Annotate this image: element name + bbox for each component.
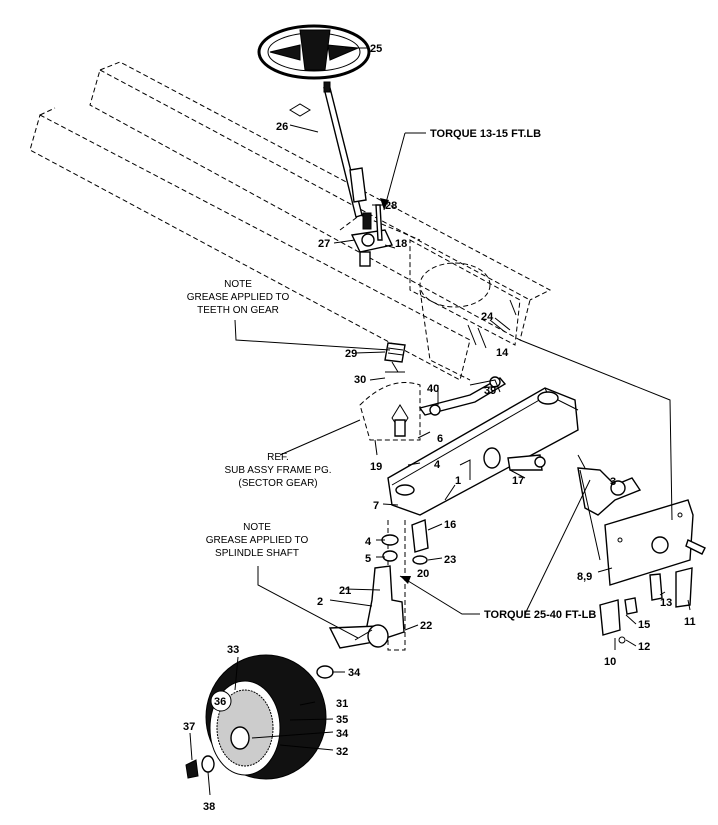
grease-gear-note-1: NOTE bbox=[224, 279, 252, 290]
part-39: 39 bbox=[484, 385, 496, 397]
part-32: 32 bbox=[336, 746, 348, 758]
part-6: 6 bbox=[437, 433, 443, 445]
part-26: 26 bbox=[276, 121, 288, 133]
grease-gear-note-3: TEETH ON GEAR bbox=[197, 305, 279, 316]
part-37: 37 bbox=[183, 721, 195, 733]
torque-top-note: TORQUE 13-15 FT.LB bbox=[430, 128, 541, 140]
part-numbers: 25 26 28 27 18 29 30 40 39 24 14 6 19 4 … bbox=[183, 43, 696, 813]
grease-spindle-note-3: SPLINDLE SHAFT bbox=[215, 548, 299, 559]
part-22: 22 bbox=[420, 620, 432, 632]
pinion-gear bbox=[384, 342, 406, 373]
front-axle bbox=[387, 387, 579, 516]
ref-frame-note-2: SUB ASSY FRAME PG. bbox=[224, 465, 331, 476]
part-16: 16 bbox=[444, 519, 456, 531]
part-34-lower: 34 bbox=[336, 728, 349, 740]
wheel-hardware bbox=[185, 755, 215, 779]
part-30: 30 bbox=[354, 374, 366, 386]
part-4-upper: 4 bbox=[434, 459, 441, 471]
part-2: 2 bbox=[317, 596, 323, 608]
part-40: 40 bbox=[427, 383, 439, 395]
part-20: 20 bbox=[417, 568, 429, 580]
part-33: 33 bbox=[227, 644, 239, 656]
part-29: 29 bbox=[345, 348, 357, 360]
part-15: 15 bbox=[638, 619, 650, 631]
front-bracket-plate bbox=[604, 499, 706, 586]
part-19: 19 bbox=[370, 461, 382, 473]
part-1: 1 bbox=[455, 475, 461, 487]
part-36: 36 bbox=[214, 696, 226, 708]
grease-spindle-note-2: GREASE APPLIED TO bbox=[206, 535, 309, 546]
part-7: 7 bbox=[373, 500, 379, 512]
torque-arrows bbox=[380, 198, 411, 584]
part-10: 10 bbox=[604, 656, 616, 668]
part-17: 17 bbox=[512, 475, 524, 487]
part-27: 27 bbox=[318, 238, 330, 250]
part-18: 18 bbox=[395, 238, 407, 250]
drag-link bbox=[418, 376, 507, 416]
part-38: 38 bbox=[203, 801, 215, 813]
sector-gear bbox=[359, 382, 421, 441]
steering-shaft bbox=[289, 81, 367, 218]
axle-pivot-bushing bbox=[387, 519, 429, 651]
part-8-9: 8,9 bbox=[577, 571, 592, 583]
tie-rod bbox=[507, 454, 546, 471]
front-wheel bbox=[205, 654, 334, 780]
leader-lines bbox=[189, 47, 691, 796]
part-31: 31 bbox=[336, 698, 348, 710]
part-25: 25 bbox=[370, 43, 382, 55]
steering-wheel bbox=[257, 24, 371, 80]
part-23: 23 bbox=[444, 554, 456, 566]
part-14: 14 bbox=[496, 347, 509, 359]
ref-frame-note-1: REF. bbox=[267, 452, 289, 463]
shaft-bracket bbox=[350, 204, 394, 267]
part-4-lower: 4 bbox=[365, 536, 372, 548]
grease-spindle-note-1: NOTE bbox=[243, 522, 271, 533]
ref-frame-note-3: (SECTOR GEAR) bbox=[238, 478, 317, 489]
bracket-clips bbox=[599, 567, 693, 644]
left-spindle bbox=[328, 534, 405, 649]
part-24: 24 bbox=[481, 311, 494, 323]
part-13: 13 bbox=[660, 597, 672, 609]
right-spindle bbox=[577, 454, 642, 516]
torque-bottom-note: TORQUE 25-40 FT-LB bbox=[484, 609, 596, 621]
part-34-upper: 34 bbox=[348, 667, 361, 679]
part-21: 21 bbox=[339, 585, 351, 597]
frame-bolts bbox=[467, 299, 517, 349]
part-28: 28 bbox=[385, 200, 397, 212]
part-35: 35 bbox=[336, 714, 348, 726]
part-12: 12 bbox=[638, 641, 650, 653]
part-11: 11 bbox=[684, 616, 696, 628]
grease-gear-note-2: GREASE APPLIED TO bbox=[187, 292, 290, 303]
part-3: 3 bbox=[610, 476, 616, 488]
part-5: 5 bbox=[365, 553, 371, 565]
notes: TORQUE 13-15 FT.LB TORQUE 25-40 FT-LB NO… bbox=[187, 128, 597, 621]
